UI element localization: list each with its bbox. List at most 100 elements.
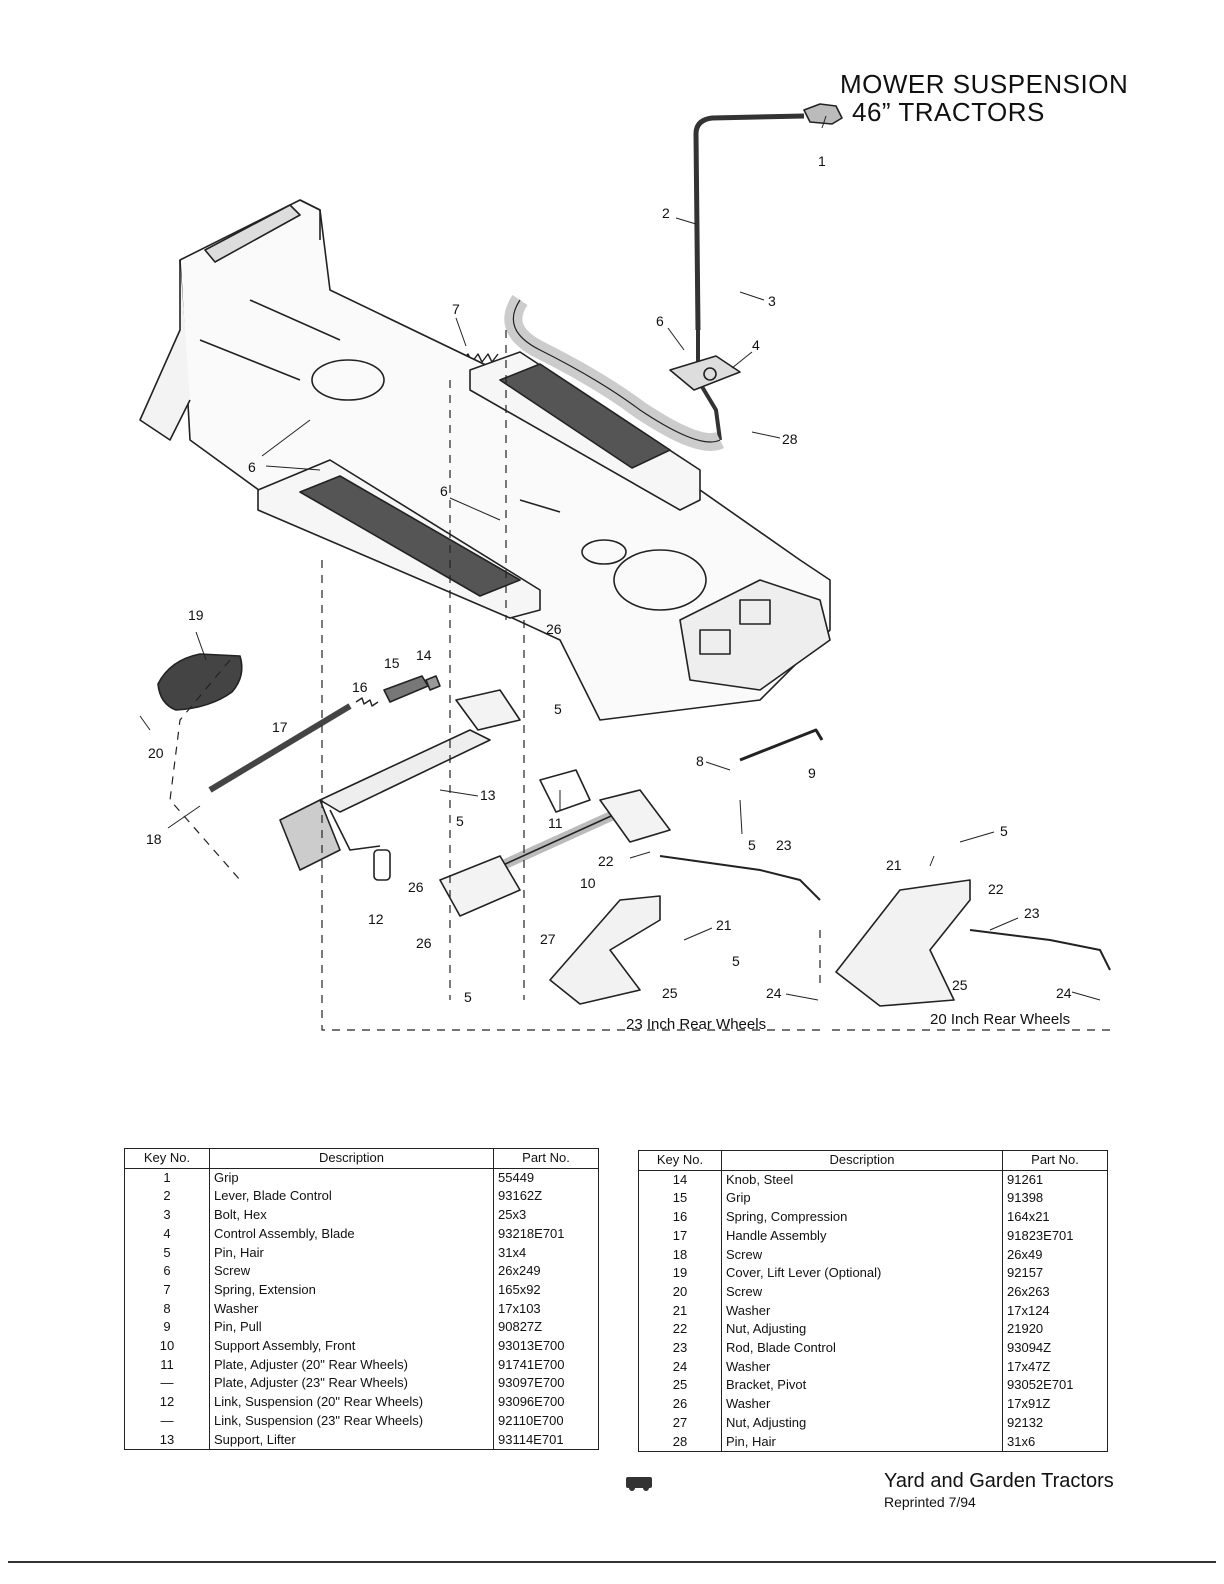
callout-label: 6 [656, 313, 664, 329]
description-cell: Plate, Adjuster (20" Rear Wheels) [209, 1355, 494, 1375]
bottom-divider [8, 1561, 1216, 1563]
description-cell: Screw [209, 1262, 494, 1281]
key-cell: 6 [124, 1262, 210, 1281]
callout-label: 5 [1000, 823, 1008, 839]
callout-label: 18 [146, 831, 162, 847]
part-number-cell: 93052E701 [1002, 1376, 1108, 1396]
part-number-cell: 21920 [1002, 1320, 1108, 1340]
description-cell: Link, Suspension (20" Rear Wheels) [209, 1393, 494, 1412]
key-cell: — [124, 1374, 210, 1394]
description-cell: Bracket, Pivot [721, 1376, 1003, 1396]
part-number-cell: 91823E701 [1002, 1226, 1108, 1246]
key-cell: 14 [638, 1170, 722, 1190]
page-title: MOWER SUSPENSION 46” TRACTORS [840, 70, 1200, 126]
callout-label: 26 [408, 879, 424, 895]
part-number-cell: 91261 [1002, 1170, 1108, 1190]
key-cell: 11 [124, 1355, 210, 1375]
spring-part-7 [461, 353, 499, 363]
control-assembly-part [669, 355, 741, 391]
callout-label: 5 [554, 701, 562, 717]
key-cell: 27 [638, 1413, 722, 1433]
key-cell: — [124, 1411, 210, 1431]
description-cell: Plate, Adjuster (23" Rear Wheels) [209, 1374, 494, 1394]
blade-control-lever [693, 113, 805, 331]
description-cell: Pin, Hair [209, 1243, 494, 1263]
part-number-cell: 55449 [493, 1168, 599, 1188]
key-cell: 16 [638, 1208, 722, 1227]
knob-part-14 [425, 675, 441, 691]
callout-label: 10 [580, 875, 596, 891]
description-cell: Washer [721, 1301, 1003, 1321]
description-cell: Screw [721, 1282, 1003, 1302]
description-cell: Control Assembly, Blade [209, 1224, 494, 1244]
lift-lever-cover [157, 653, 243, 711]
label-23-inch-rear-wheels: 23 Inch Rear Wheels [626, 1016, 766, 1033]
suspension-link [373, 849, 391, 881]
part-number-cell: 92157 [1002, 1264, 1108, 1283]
part-number-cell: 93097E700 [493, 1374, 599, 1394]
callout-label: 23 [776, 837, 792, 853]
description-cell: Nut, Adjusting [721, 1320, 1003, 1340]
callout-label: 17 [272, 719, 288, 735]
description-cell: Pin, Pull [209, 1318, 494, 1338]
key-cell: 10 [124, 1337, 210, 1356]
callout-label: 5 [732, 953, 740, 969]
part-number-cell: 92110E700 [493, 1411, 599, 1431]
part-number-cell: 93218E701 [493, 1224, 599, 1244]
callout-label: 24 [766, 985, 782, 1001]
callout-label: 24 [1056, 985, 1072, 1001]
callout-label: 20 [148, 745, 164, 761]
header-key-no: Key No. [124, 1148, 210, 1169]
callout-label: 25 [662, 985, 678, 1001]
key-cell: 25 [638, 1376, 722, 1396]
key-cell: 15 [638, 1189, 722, 1209]
description-cell: Lever, Blade Control [209, 1187, 494, 1207]
table-row: —Plate, Adjuster (23" Rear Wheels)93097E… [124, 1374, 599, 1394]
part-number-cell: 93094Z [1002, 1339, 1108, 1358]
callout-label: 1 [818, 153, 826, 169]
part-number-cell: 91741E700 [493, 1355, 599, 1375]
part-number-cell: 31x6 [1002, 1432, 1108, 1453]
callout-label: 13 [480, 787, 496, 803]
description-cell: Washer [721, 1395, 1003, 1414]
footer-reprint-date: Reprinted 7/94 [884, 1494, 976, 1510]
description-cell: Handle Assembly [721, 1226, 1003, 1246]
key-cell: 3 [124, 1206, 210, 1225]
part-number-cell: 164x21 [1002, 1208, 1108, 1227]
part-number-cell: 93013E700 [493, 1337, 599, 1356]
part-number-cell: 91398 [1002, 1189, 1108, 1209]
label-20-inch-rear-wheels: 20 Inch Rear Wheels [930, 1011, 1070, 1028]
part-number-cell: 26x49 [1002, 1245, 1108, 1265]
callout-label: 19 [188, 607, 204, 623]
callout-label: 23 [1024, 905, 1040, 921]
callout-label: 21 [716, 917, 732, 933]
callout-label: 3 [768, 293, 776, 309]
footer-brand: Yard and Garden Tractors [884, 1470, 1114, 1492]
description-cell: Cover, Lift Lever (Optional) [721, 1264, 1003, 1283]
callout-label: 12 [368, 911, 384, 927]
description-cell: Rod, Blade Control [721, 1339, 1003, 1358]
lifter-support [319, 729, 491, 813]
description-cell: Knob, Steel [721, 1170, 1003, 1190]
callout-label: 7 [452, 301, 460, 317]
description-cell: Spring, Compression [721, 1208, 1003, 1227]
callout-label: 25 [952, 977, 968, 993]
description-cell: Support, Lifter [209, 1430, 494, 1451]
description-cell: Screw [721, 1245, 1003, 1265]
part-number-cell: 165x92 [493, 1280, 599, 1300]
callout-label: 5 [464, 989, 472, 1005]
header-key-no: Key No. [638, 1150, 722, 1171]
